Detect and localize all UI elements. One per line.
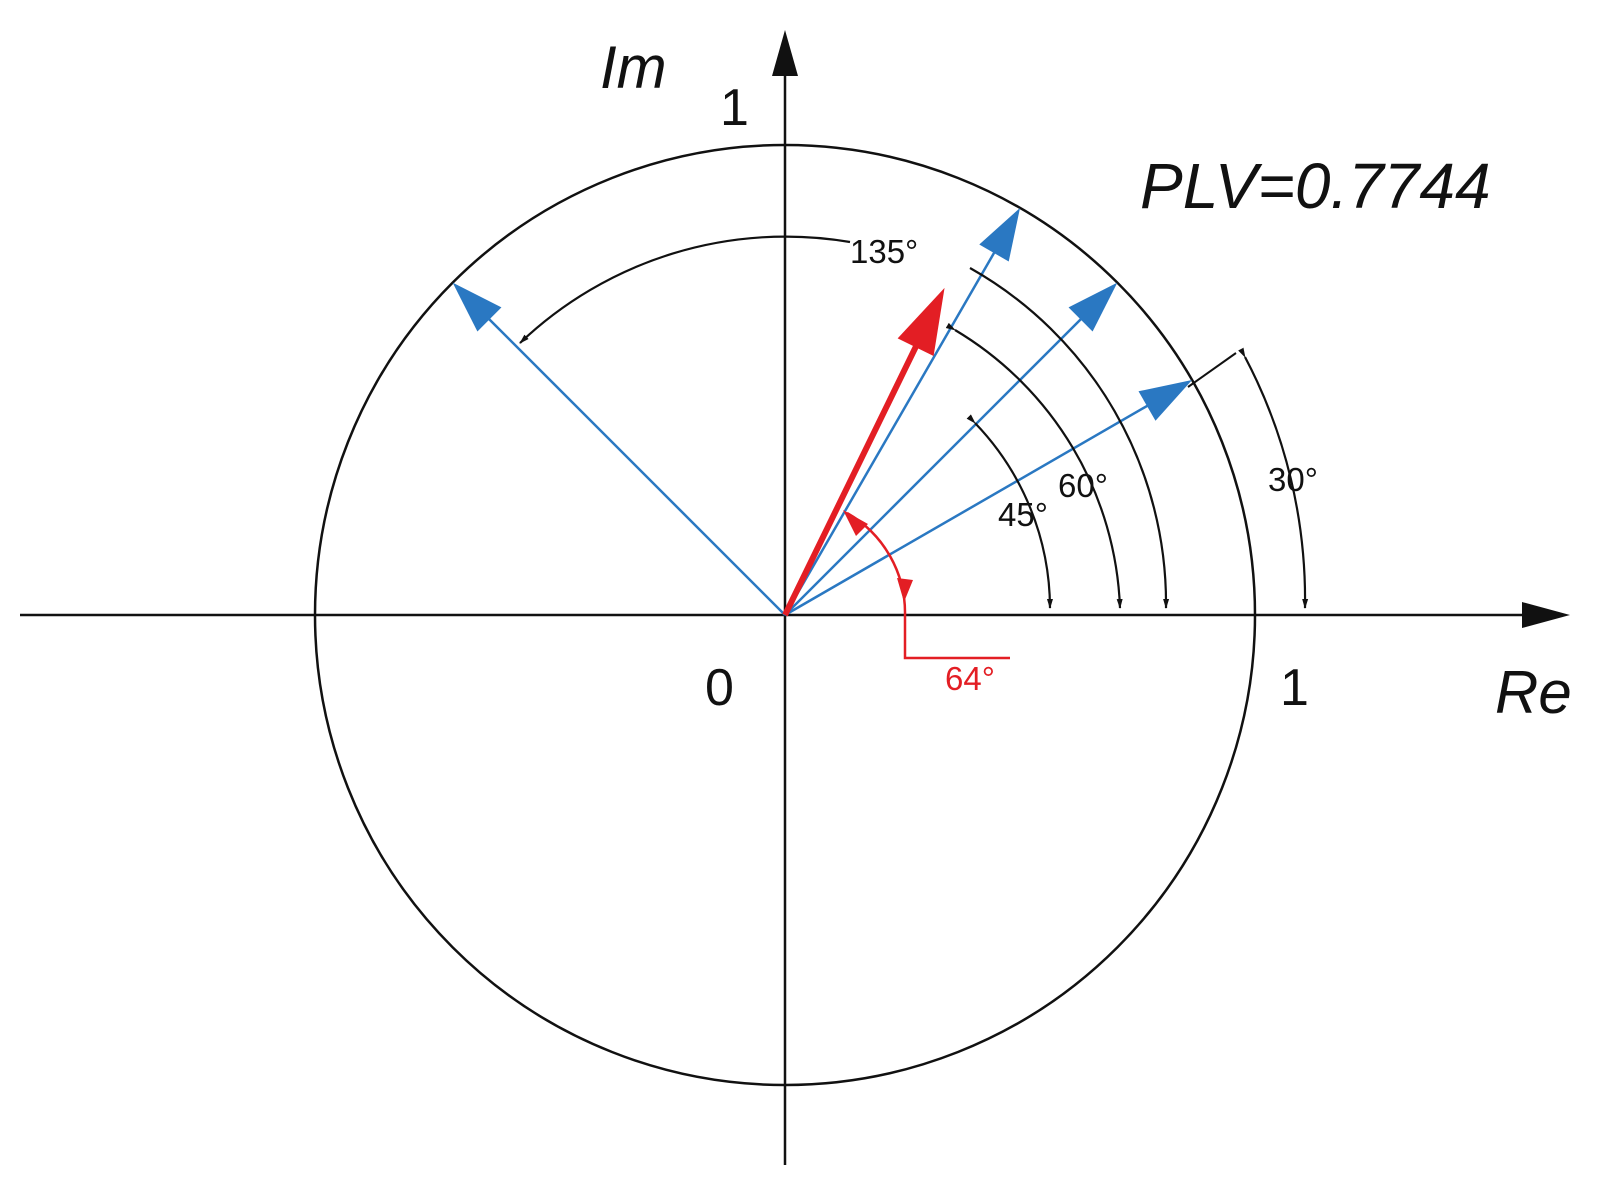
phase-vector-135-shaft <box>485 315 786 616</box>
mean-phase-vector <box>782 287 945 617</box>
angle-label-30: 30° <box>1268 461 1318 498</box>
phase-vector-60 <box>783 207 1020 616</box>
real-axis-label: Re <box>1495 659 1572 726</box>
mean-phase-vector-head <box>897 287 945 356</box>
phase-vector-135-head <box>452 282 502 332</box>
angle-arc-30 <box>1238 347 1309 609</box>
angle-arc-64-tip-end <box>897 578 913 602</box>
imag-axis-arrowhead <box>772 30 798 76</box>
plv-value: PLV=0.7744 <box>1140 150 1491 222</box>
phase-vector-135 <box>452 282 786 616</box>
phase-vector-45-head <box>1068 282 1118 332</box>
angle-arc-64-tip-start <box>843 510 868 536</box>
phase-vector-45-shaft <box>784 315 1085 616</box>
angle-label-135: 135° <box>850 233 918 270</box>
angle-arc-60 <box>945 322 1123 609</box>
origin-label: 0 <box>705 659 734 717</box>
angle-30-extension <box>1187 352 1237 388</box>
imag-axis-label: Im <box>600 34 667 101</box>
angle-arc-64 <box>846 511 1010 660</box>
angle-label-64: 64° <box>945 660 995 697</box>
angle-label-45: 45° <box>998 496 1048 533</box>
angle-arc-135-ext <box>969 267 1170 609</box>
angle-label-60: 60° <box>1058 467 1108 504</box>
real-axis-arrowhead <box>1522 602 1570 628</box>
real-unit-label: 1 <box>1280 659 1309 717</box>
phase-vector-45 <box>784 282 1118 616</box>
phase-vector-60-shaft <box>783 248 998 616</box>
phase-vectors <box>452 207 1193 617</box>
phase-vector-30-head <box>1138 380 1193 421</box>
phase-vector-30 <box>784 380 1193 617</box>
phase-vector-60-head <box>979 207 1020 262</box>
phase-vector-30-shaft <box>784 402 1152 617</box>
mean-phase-vector-shaft <box>782 342 921 617</box>
angle-arc-135 <box>519 235 851 344</box>
angle-arcs <box>519 235 1309 660</box>
imag-unit-label: 1 <box>720 79 749 137</box>
